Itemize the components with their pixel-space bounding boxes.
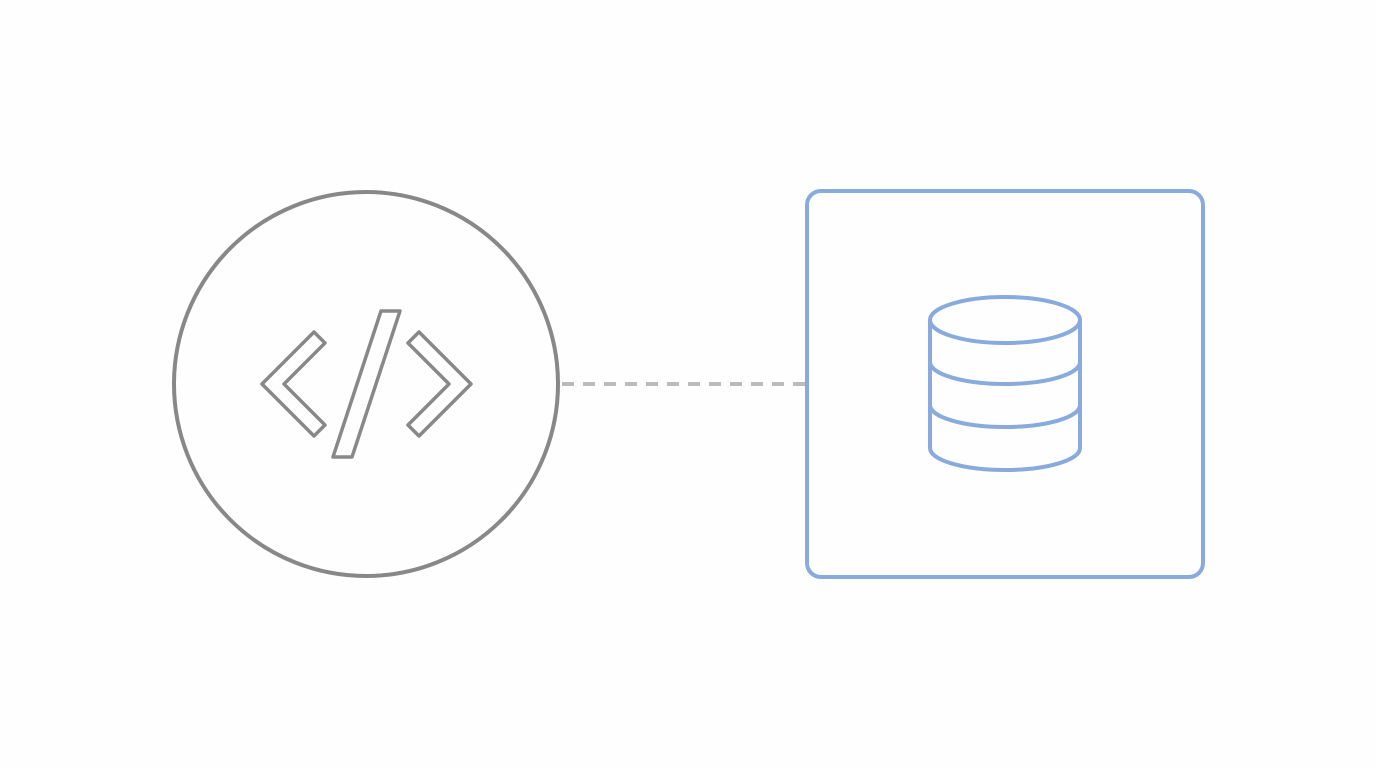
code-icon	[260, 309, 473, 459]
database-icon	[928, 295, 1082, 472]
database-node	[805, 189, 1205, 579]
code-node	[172, 190, 560, 578]
